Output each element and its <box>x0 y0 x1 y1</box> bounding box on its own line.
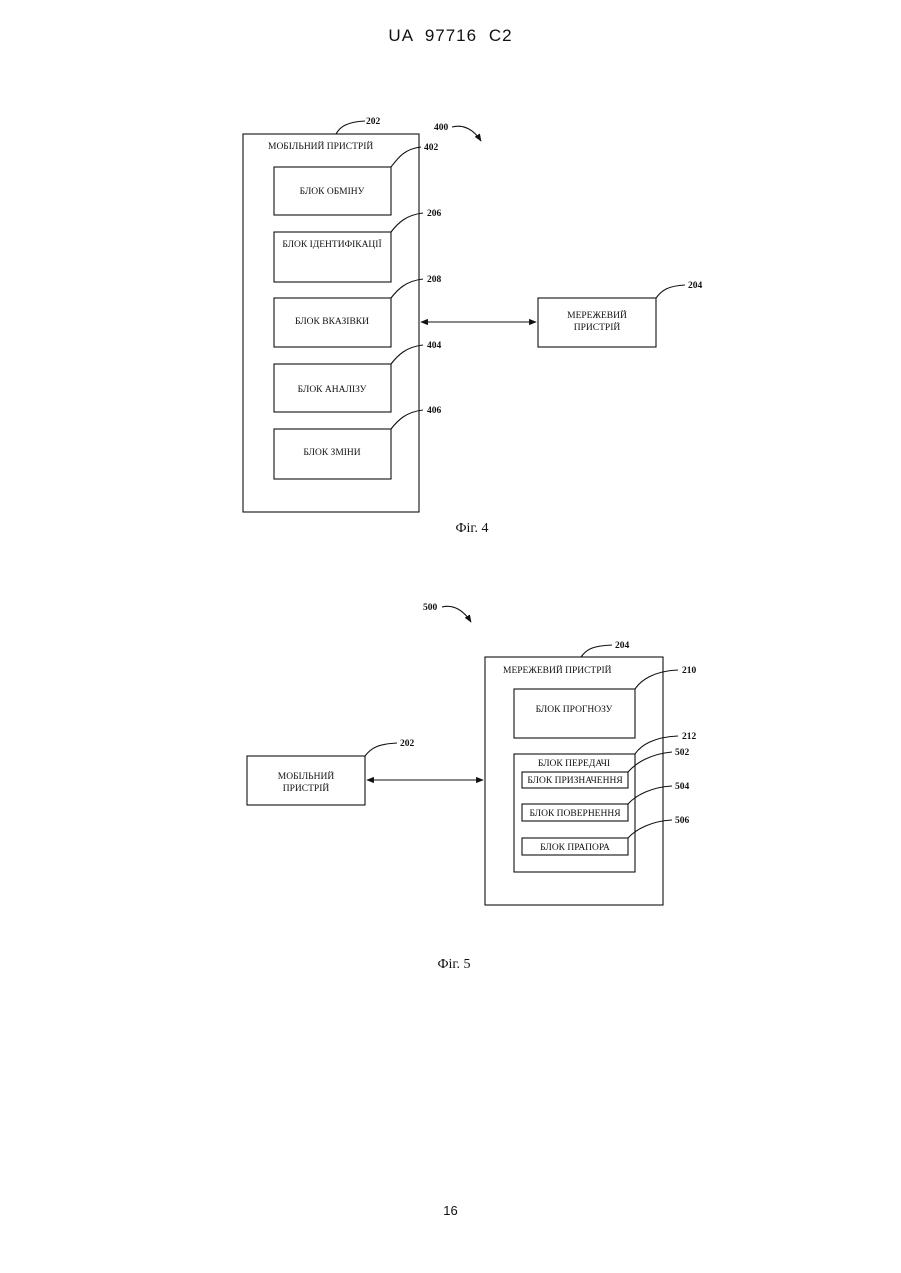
fig5-network-device-ref: 204 <box>615 641 630 651</box>
fig5-flag-block-label: БЛОК ПРАПОРА <box>540 843 610 853</box>
fig5-mobile-device-label-line1: МОБІЛЬНИЙ <box>278 770 335 782</box>
fig5-mobile-device-leader <box>365 743 397 756</box>
fig5-diagram-ref-arrow <box>442 606 471 622</box>
fig5-transfer-block-ref: 212 <box>682 732 697 742</box>
fig4-exchange-block-label: БЛОК ОБМІНУ <box>300 187 365 197</box>
fig4-diagram-ref: 400 <box>434 123 449 133</box>
fig4-change-block-ref: 406 <box>427 406 442 416</box>
fig5-mobile-device-ref: 202 <box>400 739 415 749</box>
fig4-analysis-block-label: БЛОК АНАЛІЗУ <box>298 385 367 395</box>
fig4-identification-block-ref: 206 <box>427 209 442 219</box>
fig5-return-block-ref: 504 <box>675 782 690 792</box>
fig5-mobile-device-label-line2: ПРИСТРІЙ <box>283 782 330 794</box>
fig4-indication-block-label: БЛОК ВКАЗІВКИ <box>295 317 369 327</box>
fig5-network-device-leader <box>581 645 612 657</box>
fig5-forecast-block-label: БЛОК ПРОГНОЗУ <box>536 705 613 715</box>
fig4-caption: Фіг. 4 <box>455 521 488 536</box>
page-number: 16 <box>0 1203 901 1218</box>
fig5-network-device-title: МЕРЕЖЕВИЙ ПРИСТРІЙ <box>503 664 612 676</box>
fig4-network-device-ref: 204 <box>688 281 703 291</box>
fig5-diagram-ref: 500 <box>423 603 438 613</box>
fig5-flag-block-ref: 506 <box>675 816 690 826</box>
fig4-network-device-leader <box>656 285 685 298</box>
fig4-network-device-label-line2: ПРИСТРІЙ <box>574 321 621 333</box>
fig4-mobile-device-leader <box>336 121 365 134</box>
fig4-indication-block-ref: 208 <box>427 275 442 285</box>
fig4-mobile-device-ref: 202 <box>366 117 381 127</box>
fig5-transfer-block-label: БЛОК ПЕРЕДАЧІ <box>538 759 610 769</box>
fig4-mobile-device-title: МОБІЛЬНИЙ ПРИСТРІЙ <box>268 140 373 152</box>
fig4-identification-block-label: БЛОК ІДЕНТИФІКАЦІЇ <box>282 238 381 250</box>
fig5-assignment-block-label: БЛОК ПРИЗНАЧЕННЯ <box>527 776 623 786</box>
figure-5: 500 МЕРЕЖЕВИЙ ПРИСТРІЙ 204 БЛОК ПРОГНОЗУ… <box>247 603 697 972</box>
fig4-analysis-block-ref: 404 <box>427 341 442 351</box>
figure-4: 400 МОБІЛЬНИЙ ПРИСТРІЙ 202 БЛОК ОБМІНУ 4… <box>243 117 703 536</box>
fig5-caption: Фіг. 5 <box>437 957 470 972</box>
fig5-forecast-block-ref: 210 <box>682 666 697 676</box>
fig4-diagram-ref-arrow <box>452 126 481 141</box>
fig5-assignment-block-ref: 502 <box>675 748 690 758</box>
fig5-return-block-label: БЛОК ПОВЕРНЕННЯ <box>529 809 621 819</box>
fig4-exchange-block-ref: 402 <box>424 143 439 153</box>
fig4-change-block-label: БЛОК ЗМІНИ <box>303 448 360 458</box>
fig4-network-device-label-line1: МЕРЕЖЕВИЙ <box>567 309 627 321</box>
